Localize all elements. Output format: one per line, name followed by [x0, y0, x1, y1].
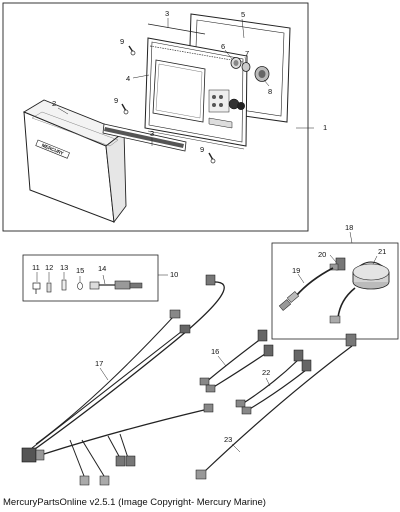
callout-9-middle: 9 — [114, 96, 118, 105]
callout-18: 18 — [345, 223, 353, 232]
callout-8: 8 — [268, 87, 272, 96]
callout-5: 5 — [241, 10, 245, 19]
callout-20: 20 — [318, 250, 326, 259]
part-15 — [77, 282, 83, 290]
callout-9-lower: 9 — [200, 145, 204, 154]
sun-cover-part-2: MERCURY — [23, 99, 127, 224]
cable-part-23 — [195, 333, 357, 480]
harness-part-22 — [235, 349, 312, 415]
fuse-kit-frame — [22, 254, 159, 302]
knob-part-7 — [241, 62, 251, 72]
leader-lines-top — [57, 18, 314, 146]
callout-17: 17 — [95, 359, 103, 368]
callout-3-strip: 3 — [150, 129, 154, 138]
antenna-puck-part-21 — [329, 261, 390, 324]
callout-7: 7 — [245, 49, 249, 58]
main-harness-part-17 — [21, 274, 225, 486]
cable-part-19 — [278, 267, 334, 311]
callout-13: 13 — [60, 263, 68, 272]
callout-6: 6 — [221, 42, 225, 51]
fuse-kit-group: 10 11 12 13 14 15 — [22, 254, 178, 302]
screw-part-9c — [208, 152, 216, 164]
callout-11: 11 — [32, 263, 40, 272]
adapter-part-20 — [329, 257, 346, 271]
gps-antenna-group: 18 19 20 21 — [271, 223, 399, 340]
screw-part-9a — [128, 45, 136, 56]
callout-9-upper: 9 — [120, 37, 124, 46]
harness-part-16 — [199, 329, 274, 393]
callout-2: 2 — [52, 99, 56, 108]
callout-23: 23 — [224, 435, 232, 444]
callout-21: 21 — [378, 247, 386, 256]
display-assembly-group: MERCURY — [2, 2, 327, 232]
knob-part-6 — [230, 57, 242, 69]
display-unit-part-4 — [144, 37, 248, 150]
display-assembly-frame — [2, 2, 309, 232]
callout-10: 10 — [170, 270, 178, 279]
callout-1: 1 — [323, 123, 327, 132]
callout-4: 4 — [126, 74, 130, 83]
gps-antenna-frame — [271, 242, 399, 340]
callout-19: 19 — [292, 266, 300, 275]
callout-22: 22 — [262, 368, 270, 377]
leader-lines-gps — [297, 231, 378, 284]
callout-12: 12 — [45, 263, 53, 272]
seal-strip-top — [147, 23, 206, 35]
part-11 — [32, 282, 41, 294]
part-13 — [61, 279, 67, 291]
connector-part-8 — [254, 66, 270, 82]
leader-lines-kit — [36, 272, 168, 285]
fuse-holder-part-14 — [89, 280, 143, 290]
copyright-caption: MercuryPartsOnline v2.5.1 (Image Copyrig… — [3, 497, 266, 508]
callout-3-top: 3 — [165, 9, 169, 18]
part-12 — [46, 282, 52, 293]
callout-16: 16 — [211, 347, 219, 356]
seal-strip-part-3 — [102, 123, 187, 152]
callout-14: 14 — [98, 264, 106, 273]
screw-part-9b — [121, 103, 129, 115]
callout-15: 15 — [76, 266, 84, 275]
